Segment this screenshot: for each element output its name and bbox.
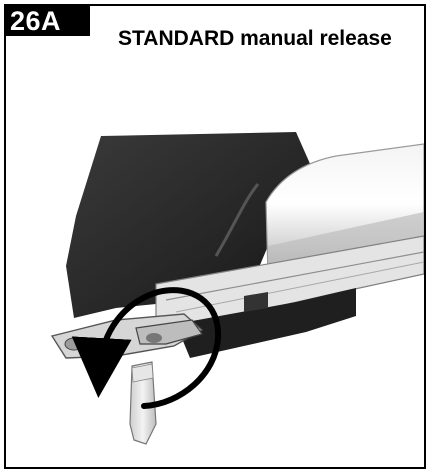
counterclockwise-arrow-icon — [71, 287, 222, 409]
key-icon — [129, 361, 157, 445]
rail-channel-line-2 — [175, 261, 424, 313]
step-number-tab: 26A — [6, 6, 90, 36]
trolley-block — [176, 288, 356, 358]
step-caption: STANDARD manual release — [118, 27, 392, 50]
rail-channel-line — [165, 251, 424, 301]
trolley-slot — [244, 292, 268, 312]
instruction-panel: 26A STANDARD manual release — [4, 4, 426, 469]
housing-edge-highlight — [214, 183, 260, 257]
lever-hole — [146, 333, 162, 343]
plate-pivot — [64, 337, 84, 351]
manual-release-illustration — [50, 132, 424, 445]
